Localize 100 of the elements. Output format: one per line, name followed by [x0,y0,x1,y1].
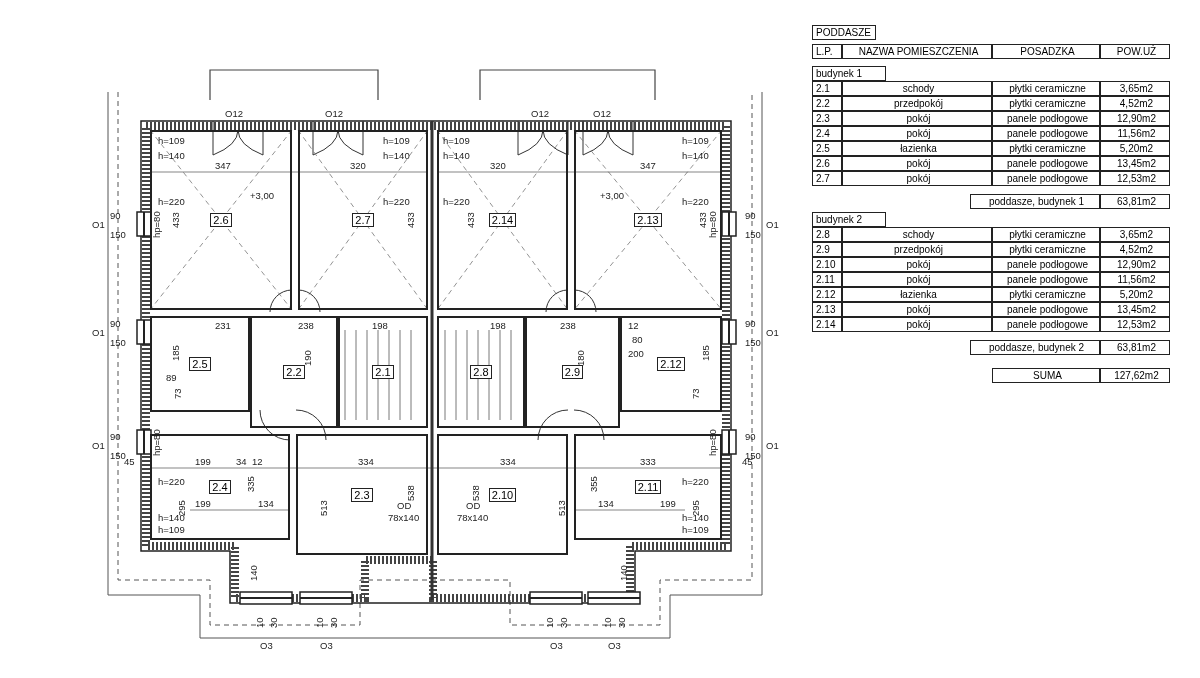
dimension-label: 231 [215,320,231,331]
dimension-label: 538 [470,485,481,501]
dimension-label: 200 [628,348,644,359]
table-cell: 11,56m2 [1100,272,1170,287]
dimension-label: 347 [640,160,656,171]
dimension-label: 134 [598,498,614,509]
table-cell: pokój [842,156,992,171]
dimension-label: O1 [766,219,779,230]
table-cell: 2.9 [812,242,842,257]
table-cell: L.P. [812,44,842,59]
table-cell: panele podłogowe [992,171,1100,186]
table-cell: 2.11 [812,272,842,287]
room-number: 2.3 [351,487,373,502]
dimension-label: 134 [258,498,274,509]
dimension-label: 10 [602,617,613,628]
table-cell: 4,52m2 [1100,242,1170,257]
dimension-label: h=140 [443,150,470,161]
dimension-label: h=140 [682,150,709,161]
dimension-label: 320 [490,160,506,171]
dimension-label: h=109 [682,135,709,146]
table-cell: 3,65m2 [1100,227,1170,242]
dimension-label: h=109 [383,135,410,146]
table-cell: poddasze, budynek 2 [970,340,1100,355]
dimension-label: 238 [298,320,314,331]
dimension-label: 78x140 [457,512,489,523]
table-cell: 2.7 [812,171,842,186]
table-cell: 5,20m2 [1100,287,1170,302]
table-cell: 2.6 [812,156,842,171]
table-cell: 13,45m2 [1100,156,1170,171]
dimension-label: 80 [632,334,643,345]
dimension-label: 140 [618,565,629,581]
dimension-label: 433 [465,212,476,228]
table-cell: płytki ceramiczne [992,96,1100,111]
dimension-label: 90 [745,210,756,221]
table-cell: 13,45m2 [1100,302,1170,317]
dimension-label: h=109 [158,135,185,146]
room-number: 2.12 [657,357,685,371]
room-outline [150,130,292,310]
table-cell: POSADZKA [992,44,1100,59]
dimension-label: 90 [110,318,121,329]
dimension-label: 295 [176,500,187,516]
dimension-label: 90 [110,431,121,442]
room-number: 2.2 [283,365,305,379]
dimension-label: O12 [325,108,343,119]
dimension-label: 30 [558,617,569,628]
dimension-label: h=140 [158,150,185,161]
dimension-label: h=220 [158,196,185,207]
table-cell: panele podłogowe [992,111,1100,126]
room-number: 2.6 [210,213,232,227]
table-cell: 12,90m2 [1100,257,1170,272]
dimension-label: 185 [170,345,181,361]
dimension-label: O3 [608,640,621,651]
table-cell: 4,52m2 [1100,96,1170,111]
dimension-label: 347 [215,160,231,171]
table-cell: pokój [842,111,992,126]
table-cell: 2.5 [812,141,842,156]
table-cell: płytki ceramiczne [992,227,1100,242]
dimension-label: 335 [245,476,256,492]
dimension-label: +3,00 [600,190,625,201]
dimension-label: O3 [260,640,273,651]
dimension-label: 334 [358,456,374,467]
room-number: 2.5 [189,357,211,371]
table-cell: pokój [842,171,992,186]
table-cell: SUMA [992,368,1100,383]
room-outline [437,130,568,310]
table-cell: płytki ceramiczne [992,242,1100,257]
table-cell: łazienka [842,287,992,302]
table-cell: budynek 2 [812,212,886,227]
dimension-label: 90 [745,431,756,442]
table-cell: poddasze, budynek 1 [970,194,1100,209]
table-cell: panele podłogowe [992,156,1100,171]
dimension-label: O12 [531,108,549,119]
dimension-label: 513 [556,500,567,516]
dimension-label: 150 [745,229,761,240]
dimension-label: OD [466,500,481,511]
dimension-label: 78x140 [388,512,420,523]
dimension-label: h=220 [682,196,709,207]
table-cell: płytki ceramiczne [992,81,1100,96]
table-cell: łazienka [842,141,992,156]
room-outline [338,316,428,428]
dimension-label: 73 [690,388,701,399]
table-cell: przedpokój [842,96,992,111]
dimension-label: 73 [172,388,183,399]
dimension-label: h=109 [443,135,470,146]
table-cell: 2.2 [812,96,842,111]
dimension-label: 355 [588,476,599,492]
table-cell: 2.10 [812,257,842,272]
dimension-label: 333 [640,456,656,467]
dimension-label: 150 [745,337,761,348]
table-cell: 2.14 [812,317,842,332]
dimension-label: 513 [318,500,329,516]
dimension-label: h=220 [383,196,410,207]
dimension-label: h=109 [682,524,709,535]
table-cell: 127,62m2 [1100,368,1170,383]
dimension-label: 238 [560,320,576,331]
table-cell: panele podłogowe [992,272,1100,287]
dimension-label: O1 [92,219,105,230]
dimension-label: O3 [320,640,333,651]
dimension-label: 90 [110,210,121,221]
dimension-label: 150 [110,337,126,348]
